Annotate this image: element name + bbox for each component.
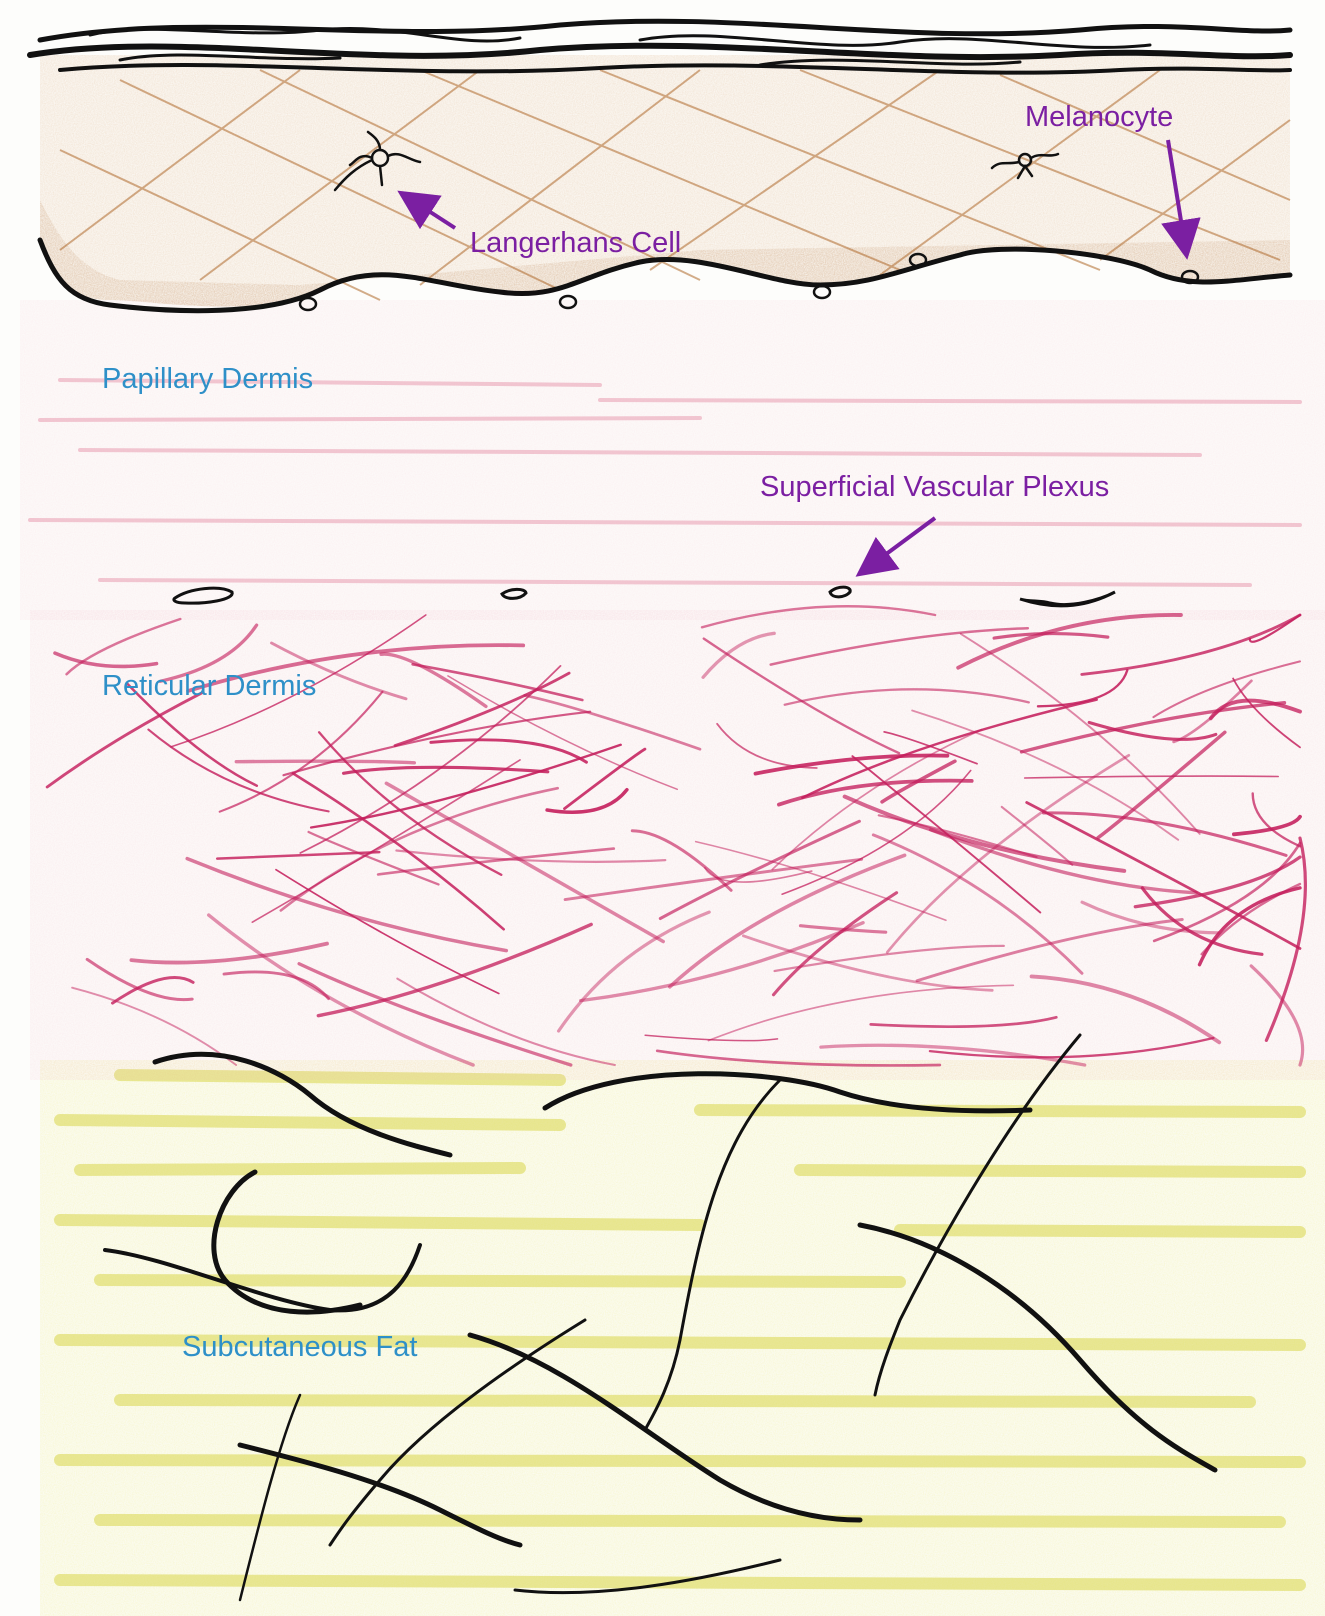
subcutaneous-fat-label: Subcutaneous Fat (182, 1331, 417, 1363)
collagen-fiber (236, 761, 414, 763)
reticular-dermis-label: Reticular Dermis (102, 670, 316, 702)
langerhans-cell-label: Langerhans Cell (470, 227, 681, 259)
papillary-dermis-layer (20, 300, 1325, 620)
melanocyte-label: Melanocyte (1025, 101, 1173, 133)
superficial-vascular-plexus-label: Superficial Vascular Plexus (760, 471, 1109, 503)
papillary-dermis-label: Papillary Dermis (102, 363, 313, 395)
